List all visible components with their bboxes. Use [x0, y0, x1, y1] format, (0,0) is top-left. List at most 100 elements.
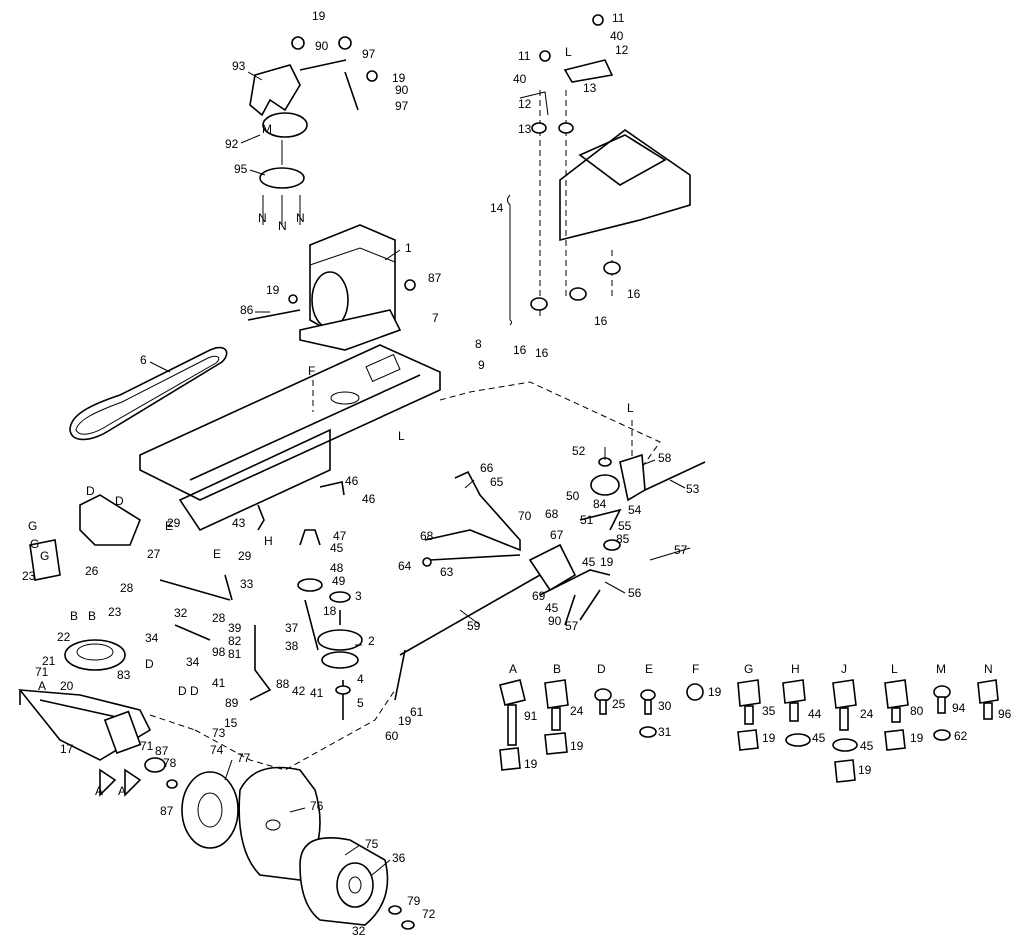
callout-95: 95 — [234, 162, 248, 176]
ref-G1: G — [28, 519, 37, 533]
callout-38: 38 — [285, 639, 299, 653]
callout-58: 58 — [658, 451, 672, 465]
callout-13b: 13 — [518, 122, 532, 136]
callout-37: 37 — [285, 621, 299, 635]
callout-41: 41 — [212, 676, 226, 690]
callout-40: 40 — [610, 29, 624, 43]
callout-84: 84 — [593, 497, 607, 511]
callout-78: 78 — [163, 756, 177, 770]
ref-G3: G — [40, 549, 49, 563]
callout-5: 5 — [357, 696, 364, 710]
callout-53: 53 — [686, 482, 700, 496]
callout-72: 72 — [422, 907, 436, 921]
callout-20: 20 — [60, 679, 74, 693]
transaxle-assembly — [18, 494, 178, 797]
callout-8: 8 — [475, 337, 482, 351]
ref-N1: N — [258, 211, 267, 225]
callout-23b: 23 — [22, 569, 36, 583]
legend-number-96: 96 — [998, 707, 1012, 721]
rear-wheels — [181, 766, 415, 930]
ref-A1: A — [95, 784, 103, 798]
callout-13: 13 — [583, 81, 597, 95]
callout-34: 34 — [145, 631, 159, 645]
callout-61: 61 — [410, 705, 424, 719]
callout-4: 4 — [357, 672, 364, 686]
ref-D2: D — [115, 494, 124, 508]
callout-87c: 87 — [160, 804, 174, 818]
ref-N2: N — [278, 219, 287, 233]
callout-7: 7 — [432, 311, 439, 325]
callout-32b: 32 — [352, 924, 366, 938]
callout-28: 28 — [120, 581, 134, 595]
callout-14: 14 — [490, 201, 504, 215]
callout-71: 71 — [35, 665, 49, 679]
legend-number-19f: 19 — [708, 685, 722, 699]
reference-letters: N N N F L H D D G G G E E B B D D D A A … — [28, 45, 634, 798]
callout-15: 15 — [224, 716, 238, 730]
legend-nut-19j: 19 — [858, 763, 872, 777]
callout-23: 23 — [108, 605, 122, 619]
callout-45: 45 — [582, 555, 596, 569]
drive-belt — [69, 346, 228, 441]
hardware-legend-labels: A 91 19 B 24 19 D 25 E 30 31 F 19 G 35 1… — [509, 662, 1012, 777]
callout-67: 67 — [550, 528, 564, 542]
ref-E1: E — [213, 547, 221, 561]
callout-36: 36 — [392, 851, 406, 865]
legend-nut-45h: 45 — [812, 731, 826, 745]
ref-L1: L — [398, 429, 405, 443]
callout-90: 90 — [315, 39, 329, 53]
callout-33: 33 — [240, 577, 254, 591]
callout-49: 49 — [332, 574, 346, 588]
callout-16b: 16 — [594, 314, 608, 328]
legend-letter-D: D — [597, 662, 606, 676]
callout-6: 6 — [140, 353, 147, 367]
callout-68b: 68 — [420, 529, 434, 543]
callout-82: 82 — [228, 634, 242, 648]
legend-number-24j: 24 — [860, 707, 874, 721]
callout-65: 65 — [490, 475, 504, 489]
leader-lines — [149, 71, 686, 876]
callout-9: 9 — [478, 358, 485, 372]
legend-nut-19g: 19 — [762, 731, 776, 745]
legend-letter-B: B — [553, 662, 561, 676]
ref-D5: D — [190, 684, 199, 698]
callout-85: 85 — [616, 532, 630, 546]
callout-12: 12 — [615, 43, 629, 57]
callout-19c: 19 — [266, 283, 280, 297]
ref-D3: D — [145, 657, 154, 671]
callout-34b: 34 — [186, 655, 200, 669]
callout-50: 50 — [566, 489, 580, 503]
ref-F1: F — [308, 364, 315, 378]
callout-11b: 11 — [518, 49, 531, 63]
callout-73: 73 — [212, 726, 226, 740]
callout-88: 88 — [276, 677, 290, 691]
callout-76: 76 — [310, 799, 324, 813]
steering-control-linkage — [394, 447, 706, 701]
callout-32: 32 — [174, 606, 188, 620]
legend-number-80: 80 — [910, 704, 924, 718]
callout-47: 47 — [333, 529, 347, 543]
callout-39: 39 — [228, 621, 242, 635]
legend-number-25: 25 — [612, 697, 626, 711]
callout-19e: 19 — [398, 714, 412, 728]
legend-letter-J: J — [841, 662, 847, 676]
legend-letter-E: E — [645, 662, 653, 676]
ref-D1: D — [86, 484, 95, 498]
callout-71b: 71 — [140, 739, 154, 753]
callout-77: 77 — [237, 751, 251, 765]
steering-gear-assembly — [249, 36, 378, 225]
callout-83: 83 — [117, 668, 131, 682]
callout-52: 52 — [572, 444, 586, 458]
callout-66: 66 — [480, 461, 494, 475]
legend-letter-H: H — [791, 662, 800, 676]
ref-B1: B — [70, 609, 78, 623]
callout-81: 81 — [228, 647, 242, 661]
callout-75: 75 — [365, 837, 379, 851]
legend-letter-N: N — [984, 662, 993, 676]
callout-48: 48 — [330, 561, 344, 575]
callout-19b: 19 — [392, 71, 406, 85]
callout-74: 74 — [210, 743, 224, 757]
callout-40b: 40 — [513, 72, 527, 86]
callout-90b: 90 — [395, 83, 409, 97]
callout-46b: 46 — [362, 492, 376, 506]
